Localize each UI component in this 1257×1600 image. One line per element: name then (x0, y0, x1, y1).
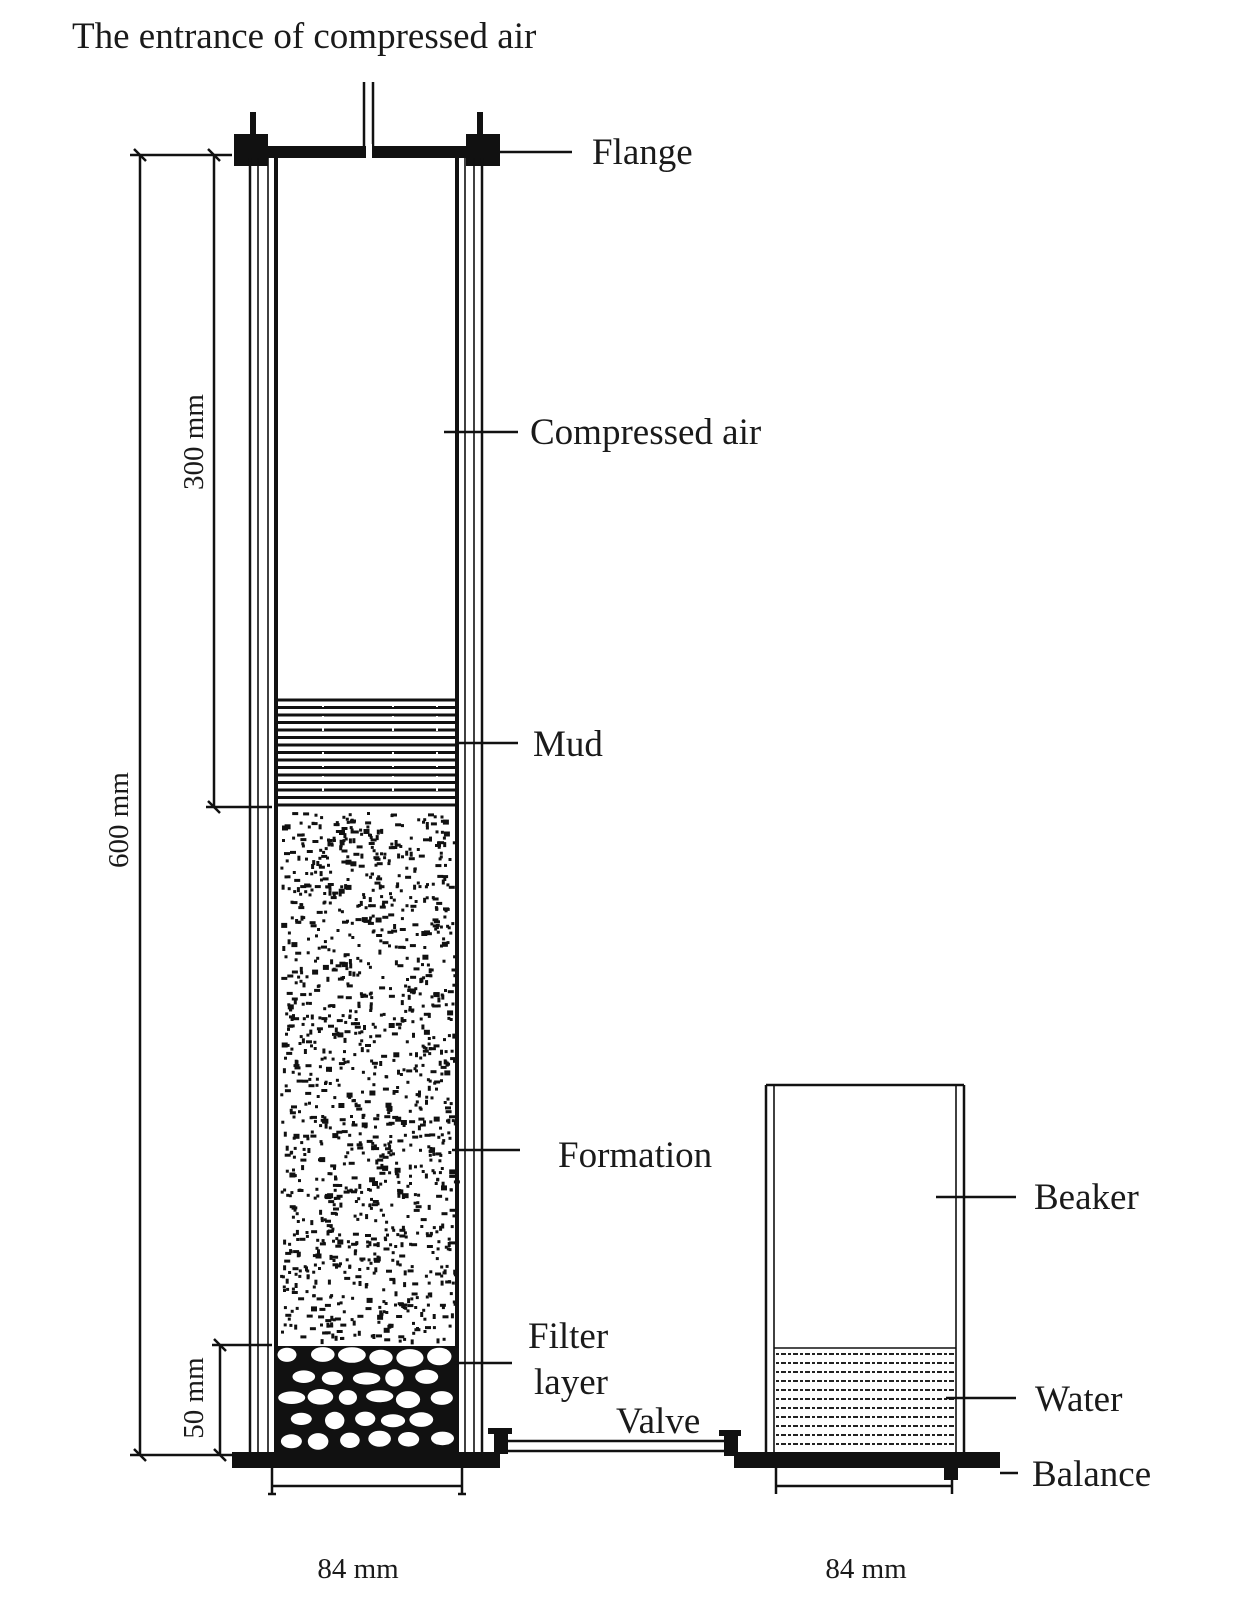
dimension-label-column-width: 84 mm (317, 1553, 399, 1585)
formation-layer (280, 812, 460, 1345)
dimension-label-300mm: 300 mm (178, 394, 210, 490)
water-layer (774, 1347, 956, 1448)
label-compressed-air: Compressed air (530, 412, 761, 453)
balance (734, 1452, 1000, 1494)
top-flange (234, 112, 500, 166)
dimension-label-beaker-width: 84 mm (825, 1553, 907, 1585)
label-beaker: Beaker (1034, 1177, 1139, 1218)
label-flange: Flange (592, 132, 693, 173)
label-balance: Balance (1032, 1454, 1151, 1495)
outlet-valve (488, 1428, 741, 1456)
beaker (764, 1083, 966, 1452)
filter-layer (277, 1346, 457, 1452)
label-valve: Valve (616, 1401, 700, 1442)
air-inlet-pipe (362, 82, 375, 152)
dimension-50mm (212, 1338, 272, 1462)
column-walls (248, 158, 484, 1452)
label-filter-line1: Filter (528, 1316, 608, 1357)
label-mud: Mud (533, 724, 603, 765)
dimension-600mm (130, 148, 232, 1462)
label-formation: Formation (558, 1135, 712, 1176)
diagram-title: The entrance of compressed air (72, 16, 536, 57)
dimension-300mm (206, 148, 272, 814)
dimension-label-600mm: 600 mm (103, 772, 135, 868)
bottom-flange (232, 1452, 500, 1496)
label-filter-line2: layer (534, 1362, 608, 1403)
label-water: Water (1035, 1379, 1122, 1420)
dimension-label-50mm: 50 mm (178, 1357, 210, 1439)
mud-layer (277, 698, 456, 807)
leader-lines (444, 150, 1018, 1475)
